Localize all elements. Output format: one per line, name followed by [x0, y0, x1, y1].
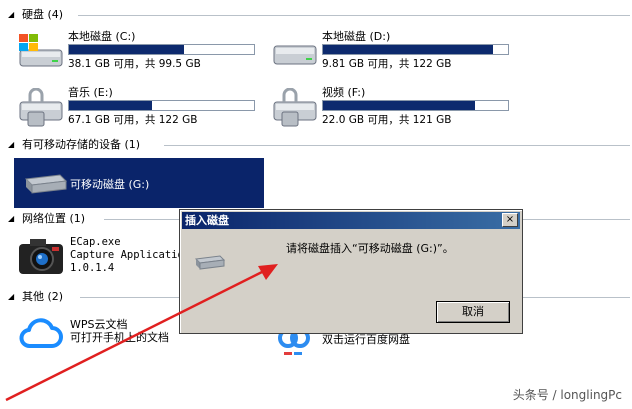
drive-name: 音乐 (E:)	[68, 86, 113, 99]
usage-fill	[69, 101, 153, 110]
group-title: 网络位置 (1)	[22, 212, 90, 226]
hard-drive-icon	[273, 45, 317, 65]
drive-c[interactable]: 本地磁盘 (C:) 38.1 GB 可用，共 99.5 GB	[16, 30, 266, 74]
usage-bar	[68, 44, 255, 55]
drive-name: 视频 (F:)	[322, 86, 366, 99]
hard-drive-windows-icon	[19, 34, 63, 67]
close-button[interactable]: ×	[502, 213, 518, 227]
collapse-icon[interactable]: ◢	[8, 292, 15, 301]
item-title: 双击运行百度网盘	[322, 333, 410, 346]
free-space: 9.81 GB 可用，共 122 GB	[322, 58, 452, 70]
locked-drive-icon	[19, 88, 63, 127]
group-header-hard-disks[interactable]: ◢ 硬盘 (4)	[4, 8, 630, 22]
dialog-message: 请将磁盘插入“可移动磁盘 (G:)”。	[286, 242, 454, 255]
group-header-removable[interactable]: ◢ 有可移动存储的设备 (1)	[4, 138, 630, 152]
collapse-icon[interactable]: ◢	[8, 140, 15, 149]
group-title: 硬盘 (4)	[22, 8, 68, 22]
group-title: 有可移动存储的设备 (1)	[22, 138, 145, 152]
watermark-text: 头条号 / longlingPc	[512, 388, 622, 402]
locked-drive-icon	[273, 88, 317, 127]
group-divider	[78, 15, 630, 16]
usage-fill	[323, 101, 475, 110]
cloud-icon	[19, 318, 63, 348]
item-description: 可打开手机上的文档	[70, 331, 169, 344]
item-version: 1.0.1.4	[70, 262, 115, 274]
free-space: 67.1 GB 可用，共 122 GB	[68, 114, 198, 126]
removable-drive-icon	[194, 255, 226, 270]
usage-fill	[323, 45, 494, 54]
drive-f[interactable]: 视频 (F:) 22.0 GB 可用，共 121 GB	[270, 86, 520, 130]
item-title: ECap.exe	[70, 236, 121, 248]
usage-fill	[69, 45, 184, 54]
item-description: Capture Applicatio	[70, 249, 184, 261]
removable-drive-g[interactable]: 可移动磁盘 (G:)	[14, 158, 264, 208]
free-space: 38.1 GB 可用，共 99.5 GB	[68, 58, 201, 70]
cancel-button[interactable]: 取消	[436, 301, 510, 323]
collapse-icon[interactable]: ◢	[8, 10, 15, 19]
drive-name: 本地磁盘 (D:)	[322, 30, 391, 43]
dialog-title-bar[interactable]: 插入磁盘 ×	[182, 212, 520, 229]
drive-name: 本地磁盘 (C:)	[68, 30, 136, 43]
usage-bar	[322, 100, 509, 111]
removable-drive-icon	[24, 174, 68, 194]
free-space: 22.0 GB 可用，共 121 GB	[322, 114, 452, 126]
drive-name: 可移动磁盘 (G:)	[70, 178, 150, 191]
drive-e[interactable]: 音乐 (E:) 67.1 GB 可用，共 122 GB	[16, 86, 266, 130]
item-title: WPS云文档	[70, 318, 128, 331]
usage-bar	[68, 100, 255, 111]
group-divider	[164, 145, 630, 146]
collapse-icon[interactable]: ◢	[8, 214, 15, 223]
usage-bar	[322, 44, 509, 55]
drive-d[interactable]: 本地磁盘 (D:) 9.81 GB 可用，共 122 GB	[270, 30, 520, 74]
camera-icon	[19, 239, 63, 274]
dialog-title: 插入磁盘	[185, 214, 229, 227]
insert-disk-dialog: 插入磁盘 × 请将磁盘插入“可移动磁盘 (G:)”。 取消	[179, 209, 523, 334]
group-title: 其他 (2)	[22, 290, 68, 304]
